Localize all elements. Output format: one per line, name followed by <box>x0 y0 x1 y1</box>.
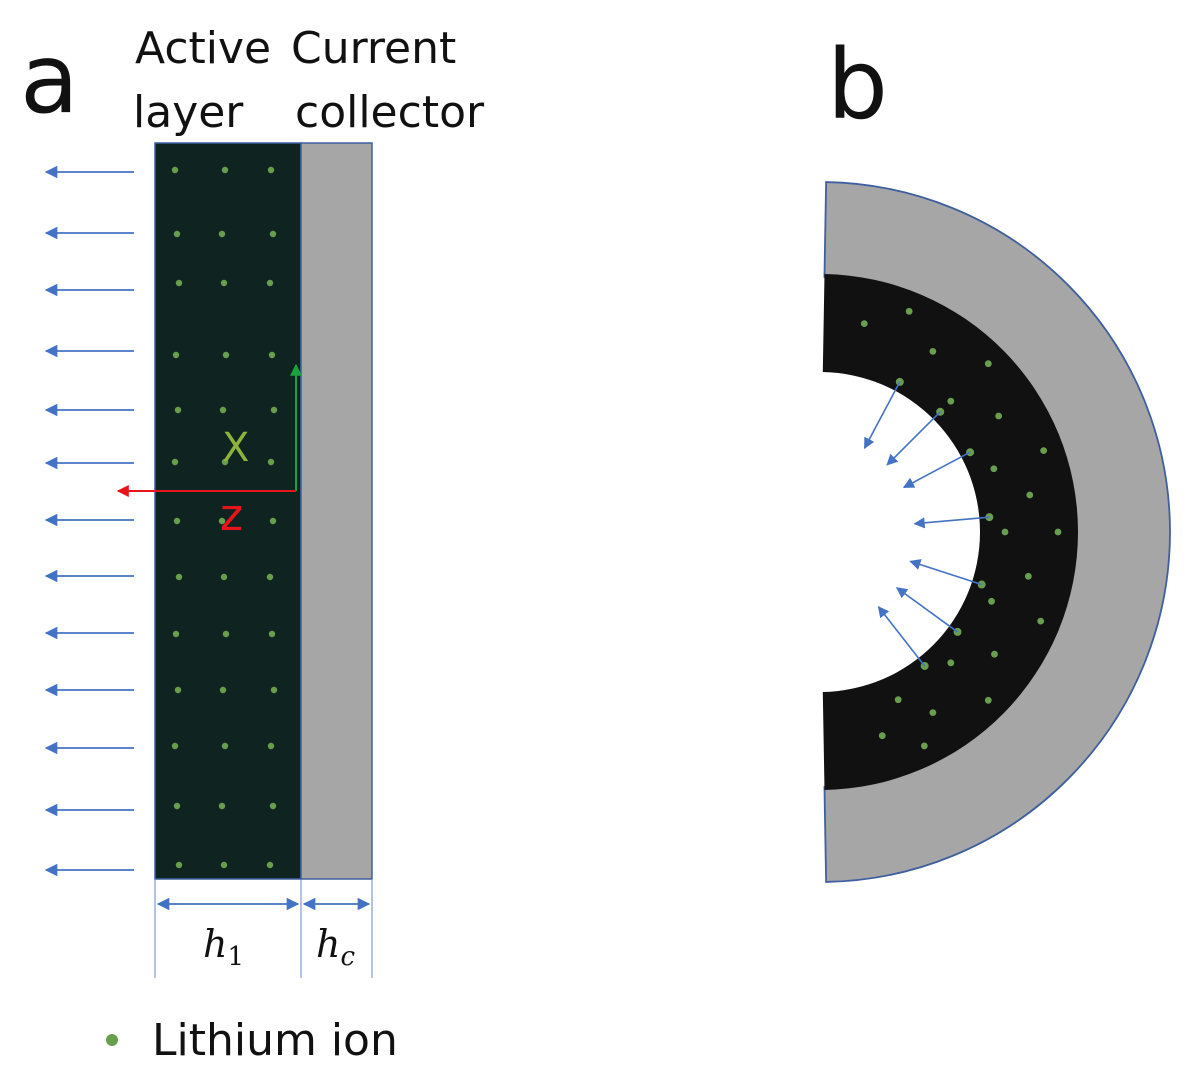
lithium-ion-dot <box>270 686 278 694</box>
lithium-ion-dot <box>218 230 226 238</box>
lithium-ion-dot <box>172 351 180 359</box>
lithium-ion-dot <box>990 465 998 473</box>
lithium-ion-dot <box>1026 491 1034 499</box>
lithium-ion-dot <box>218 802 226 810</box>
lithium-ion-dot <box>929 347 937 355</box>
lithium-ion-dot <box>218 517 226 525</box>
lithium-ion-dot <box>171 458 179 466</box>
lithium-ion-dot <box>267 458 275 466</box>
active-layer-title-line2: layer <box>133 87 244 138</box>
h1-label-base: h <box>203 922 227 966</box>
flux-arrow <box>895 587 959 633</box>
lithium-ion-dot <box>860 320 868 328</box>
h1-label: h1 <box>203 922 244 972</box>
hc-label-base: h <box>316 922 340 966</box>
lithium-ion-dot <box>172 630 180 638</box>
lithium-ion-dot <box>222 351 230 359</box>
lithium-ion-dot <box>991 650 998 658</box>
lithium-ion-dot <box>1024 572 1032 580</box>
lithium-ion-dot <box>1040 447 1048 454</box>
flux-arrow <box>902 451 971 489</box>
lithium-ion-dot <box>947 397 955 405</box>
lithium-ion-legend-label: Lithium ion <box>152 1015 398 1066</box>
panel-a-label: a <box>20 23 79 135</box>
lithium-ion-dot <box>175 573 183 581</box>
lithium-ion-dot <box>995 412 1003 420</box>
lithium-ion-dot <box>266 861 274 869</box>
lithium-ion-dot <box>173 802 181 810</box>
lithium-ion-dot <box>984 360 992 368</box>
lithium-ion-dot <box>220 279 228 287</box>
lithium-ion-dot <box>929 709 937 717</box>
lithium-ion-dot <box>221 458 229 466</box>
hc-label: hc <box>316 922 355 972</box>
hc-label-sub: c <box>340 942 355 972</box>
lithium-ion-dot <box>920 742 928 750</box>
lithium-ion-dot <box>175 279 183 287</box>
lithium-ion-dot <box>173 230 181 238</box>
active-layer-title-line1: Active <box>135 23 271 74</box>
current-collector-title-line1: Current <box>291 23 456 74</box>
lithium-ion-dot <box>171 742 179 750</box>
lithium-ion-dot <box>267 742 275 750</box>
lithium-ion-dot <box>220 861 228 869</box>
lithium-ion-dot <box>221 166 229 174</box>
panel-b-label: b <box>827 29 888 141</box>
lithium-ion-dot <box>173 517 181 525</box>
lithium-ion-dot <box>174 686 182 694</box>
panel-b: b <box>822 29 1171 883</box>
lithium-ion-dot <box>905 307 913 315</box>
lithium-ion-dot <box>984 696 992 704</box>
active-layer-shell <box>822 274 1078 790</box>
current-collector-title-line2: collector <box>295 87 485 138</box>
lithium-ion-legend-marker <box>106 1034 118 1046</box>
lithium-ion-dot <box>878 732 886 740</box>
flux-arrow <box>913 516 990 529</box>
lithium-ion-dot <box>268 630 276 638</box>
flux-arrow <box>863 381 901 450</box>
lithium-ion-dot <box>270 406 278 414</box>
lithium-ion-dot <box>894 696 902 704</box>
lithium-ion-dot <box>175 861 183 869</box>
lithium-ion-dot <box>267 166 275 174</box>
lithium-ion-dot <box>947 659 955 667</box>
lithium-flux-arrows <box>44 165 134 877</box>
radial-flux-arrows <box>863 377 994 670</box>
flux-arrow <box>877 605 926 667</box>
lithium-ion-dot <box>219 406 227 414</box>
lithium-ion-dot <box>222 630 230 638</box>
lithium-ion-dot <box>220 573 228 581</box>
axis-z-label: z <box>220 490 243 541</box>
lithium-ion-dot <box>269 802 277 810</box>
lithium-ion-dot <box>1054 528 1062 536</box>
lithium-ion-dot <box>269 230 277 238</box>
current-collector-slab <box>300 142 373 880</box>
lithium-ion-dot <box>266 573 274 581</box>
flux-arrow <box>886 411 941 466</box>
legend: Lithium ion <box>106 1015 398 1066</box>
lithium-ion-dot <box>171 166 179 174</box>
dimension-markers <box>154 880 373 978</box>
lithium-ion-dot <box>219 686 227 694</box>
active-layer-ions <box>171 166 278 869</box>
active-layer-slab <box>154 142 302 880</box>
lithium-ion-dot <box>268 351 276 359</box>
lithium-ion-dot <box>174 406 182 414</box>
active-shell-ions <box>860 307 1062 750</box>
flux-arrow <box>909 559 982 586</box>
h1-label-sub: 1 <box>227 942 244 972</box>
lithium-ion-dot <box>269 517 277 525</box>
lithium-ion-dot <box>221 742 229 750</box>
lithium-ion-dot <box>988 597 995 605</box>
lithium-ion-dot <box>1001 528 1009 536</box>
axis-x-label: X <box>222 425 249 471</box>
lithium-ion-dot <box>1037 617 1045 625</box>
lithium-ion-dot <box>266 279 274 287</box>
panel-a: a Active layer Current collector X z h1 <box>20 23 485 978</box>
